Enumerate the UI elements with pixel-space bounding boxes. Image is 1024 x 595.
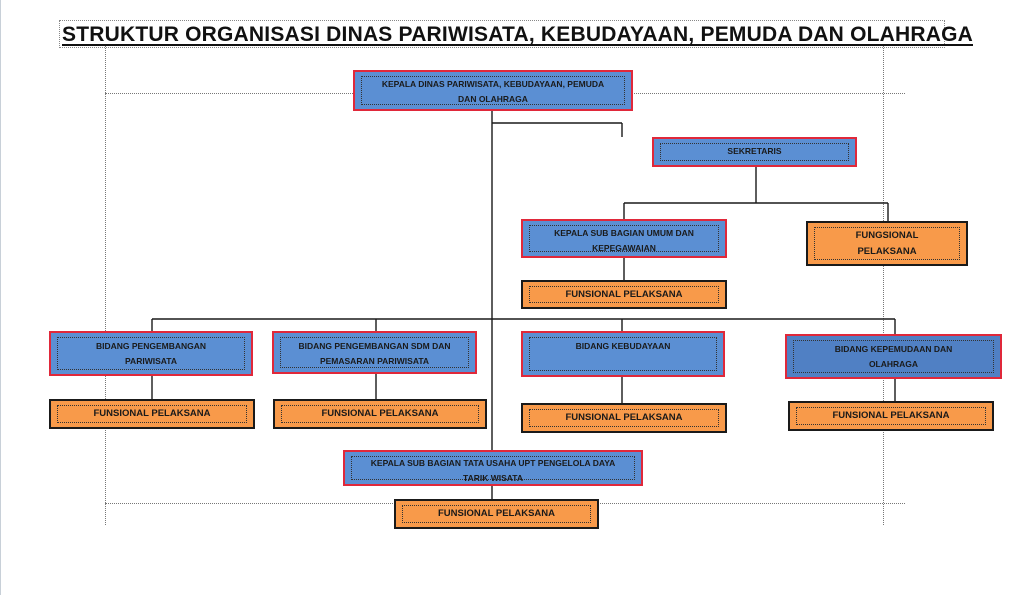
sekretaris-box: SEKRETARIS bbox=[652, 137, 857, 167]
kasubag-umum-box: KEPALA SUB BAGIAN UMUM DAN KEPEGAWAIAN bbox=[521, 219, 727, 258]
fungsional-bidang-box: FUNSIONAL PELAKSANA bbox=[788, 401, 994, 431]
fungsional-upt-box: FUNSIONAL PELAKSANA bbox=[394, 499, 599, 529]
bidang-label: BIDANG KEBUDAYAAN bbox=[575, 341, 671, 351]
fungsional-bidang-label: FUNSIONAL PELAKSANA bbox=[321, 408, 439, 419]
bidang-label: BIDANG PENGEMBANGAN PARIWISATA bbox=[95, 341, 207, 366]
bidang-pengembangan-pariwisata-box: BIDANG PENGEMBANGAN PARIWISATA bbox=[49, 331, 253, 376]
fungsional-bidang-box: FUNSIONAL PELAKSANA bbox=[273, 399, 487, 429]
guide-line bbox=[105, 45, 106, 525]
bidang-kepemudaan-olahraga-box: BIDANG KEPEMUDAAN DAN OLAHRAGA bbox=[785, 334, 1002, 379]
fungsional-upt-label: FUNSIONAL PELAKSANA bbox=[438, 508, 555, 519]
bidang-label: BIDANG PENGEMBANGAN SDM DAN PEMASARAN PA… bbox=[298, 341, 451, 366]
fungsional-sekretariat-label: FUNGSIONAL PELAKSANA bbox=[855, 229, 919, 257]
fungsional-bidang-box: FUNSIONAL PELAKSANA bbox=[49, 399, 255, 429]
sekretaris-label: SEKRETARIS bbox=[727, 146, 782, 156]
fungsional-umum-label: FUNSIONAL PELAKSANA bbox=[565, 288, 683, 300]
kepala-dinas-label: KEPALA DINAS PARIWISATA, KEBUDAYAAN, PEM… bbox=[381, 79, 605, 104]
guide-line bbox=[883, 45, 884, 525]
kasubag-upt-label: KEPALA SUB BAGIAN TATA USAHA UPT PENGELO… bbox=[370, 458, 616, 483]
kasubag-upt-box: KEPALA SUB BAGIAN TATA USAHA UPT PENGELO… bbox=[343, 450, 643, 486]
fungsional-umum-box: FUNSIONAL PELAKSANA bbox=[521, 280, 727, 309]
fungsional-bidang-label: FUNSIONAL PELAKSANA bbox=[93, 408, 211, 419]
bidang-label: BIDANG KEPEMUDAAN DAN OLAHRAGA bbox=[834, 344, 953, 369]
fungsional-bidang-label: FUNSIONAL PELAKSANA bbox=[832, 410, 950, 421]
fungsional-bidang-label: FUNSIONAL PELAKSANA bbox=[565, 412, 683, 423]
fungsional-bidang-box: FUNSIONAL PELAKSANA bbox=[521, 403, 727, 433]
fungsional-sekretariat-box: FUNGSIONAL PELAKSANA bbox=[806, 221, 968, 266]
kepala-dinas-box: KEPALA DINAS PARIWISATA, KEBUDAYAAN, PEM… bbox=[353, 70, 633, 111]
bidang-kebudayaan-box: BIDANG KEBUDAYAAN bbox=[521, 331, 725, 377]
bidang-sdm-pemasaran-box: BIDANG PENGEMBANGAN SDM DAN PEMASARAN PA… bbox=[272, 331, 477, 374]
kasubag-umum-label: KEPALA SUB BAGIAN UMUM DAN KEPEGAWAIAN bbox=[554, 228, 694, 253]
page-title: STRUKTUR ORGANISASI DINAS PARIWISATA, KE… bbox=[59, 20, 973, 48]
